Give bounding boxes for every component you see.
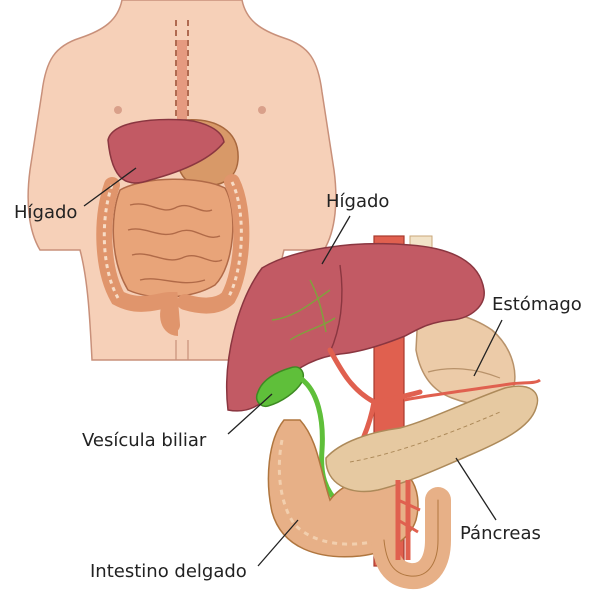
label-gallbladder: Vesícula biliar bbox=[82, 430, 207, 451]
leader-pancreas bbox=[455, 457, 497, 521]
small-intestine bbox=[267, 419, 419, 558]
label-stomach: Estómago bbox=[492, 294, 582, 315]
leader-liver-large bbox=[321, 215, 351, 265]
leader-small-intestine bbox=[257, 519, 299, 567]
label-liver-large: Hígado bbox=[326, 191, 390, 212]
nipple-right bbox=[258, 106, 266, 114]
small-intestine-mass bbox=[112, 178, 234, 298]
label-small-intestine: Intestino delgado bbox=[90, 561, 247, 582]
esophagus bbox=[175, 20, 189, 120]
leader-stomach bbox=[473, 319, 503, 377]
bile-duct bbox=[297, 375, 343, 508]
detail-organs bbox=[225, 235, 541, 590]
label-liver-small: Hígado bbox=[14, 202, 78, 223]
leader-liver-small bbox=[83, 167, 137, 207]
leader-gallbladder bbox=[227, 393, 273, 435]
label-pancreas: Páncreas bbox=[460, 523, 541, 544]
liver-small bbox=[107, 118, 225, 184]
nipple-left bbox=[114, 106, 122, 114]
torso-figure bbox=[27, 0, 337, 361]
leader-lines bbox=[83, 167, 503, 567]
